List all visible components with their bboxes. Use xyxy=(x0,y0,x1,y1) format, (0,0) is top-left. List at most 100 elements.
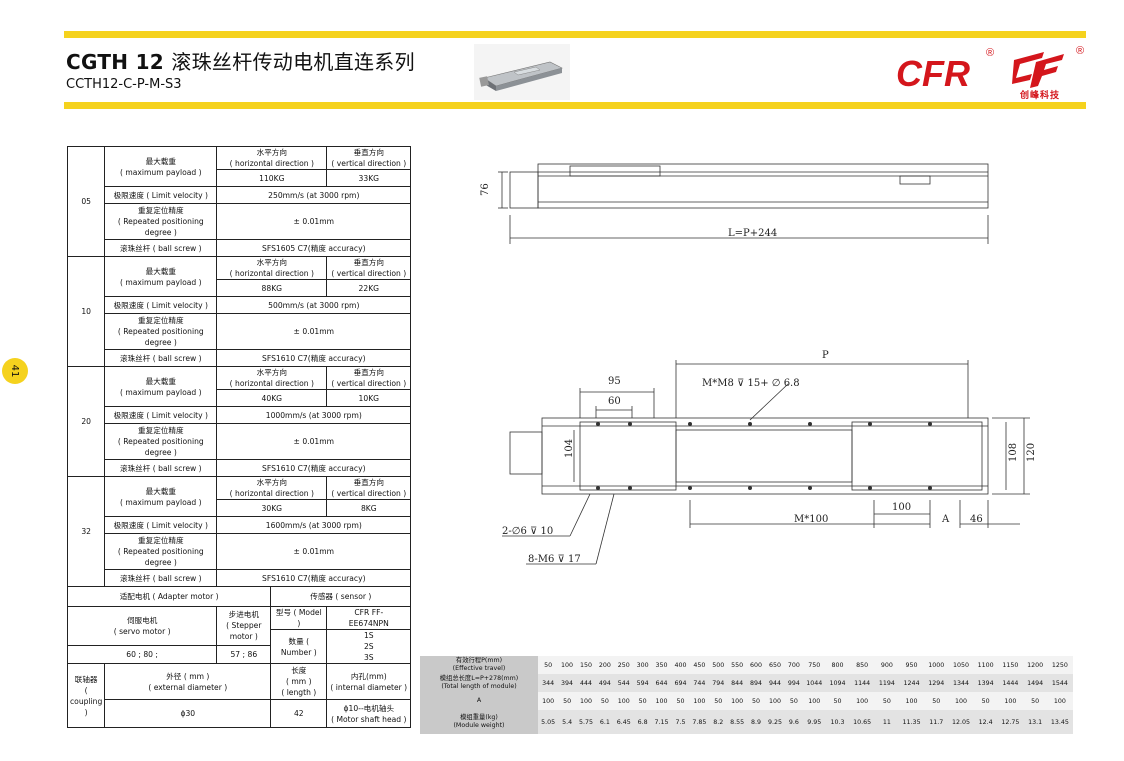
stroke-cell: 12.05 xyxy=(947,710,975,734)
vertical-label: 垂直方向 ( vertical direction ) xyxy=(326,366,412,390)
stroke-cell: 12.75 xyxy=(997,710,1024,734)
stroke-cell: 594 xyxy=(633,674,652,692)
limit-velocity-label: 极限速度 ( Limit velocity ) xyxy=(104,516,218,534)
dim-108: 108 xyxy=(1008,443,1019,462)
company-logo: CFR ® ® 创峰科技 xyxy=(896,46,1084,101)
stroke-cell: 8.55 xyxy=(726,710,748,734)
svg-text:®: ® xyxy=(986,47,994,59)
svg-text:®: ® xyxy=(1076,46,1084,57)
inner-dia-label: 内孔(mm) ( internal diameter ) xyxy=(326,663,412,700)
stroke-cell: 100 xyxy=(558,656,576,674)
stroke-cell: 1544 xyxy=(1046,674,1073,692)
payload-h-value: 110KG xyxy=(216,169,328,187)
stroke-cell: 494 xyxy=(596,674,614,692)
stroke-cell: 250 xyxy=(613,656,634,674)
stroke-cell: 13.1 xyxy=(1023,710,1047,734)
limit-velocity-label: 极限速度 ( Limit velocity ) xyxy=(104,186,218,204)
stroke-cell: 450 xyxy=(689,656,710,674)
dim-hole-2: 8-M6 ⊽ 17 xyxy=(528,554,581,565)
top-motor xyxy=(509,431,543,475)
repeat-pos-label: 重复定位精度 ( Repeated positioning degree ) xyxy=(104,203,218,240)
limit-velocity-value: 1600mm/s (at 3000 rpm) xyxy=(216,516,412,534)
stroke-cell: 350 xyxy=(651,656,672,674)
stroke-cell: 1200 xyxy=(1023,656,1047,674)
dim-A: A xyxy=(941,514,950,525)
dim-120: 120 xyxy=(1026,443,1037,462)
stroke-cell: 800 xyxy=(825,656,850,674)
spec-row: 滚珠丝杆 ( ball screw )SFS1610 C7(精度 accurac… xyxy=(68,459,412,477)
stroke-cell: 6.1 xyxy=(596,710,614,734)
stroke-cell: 7.15 xyxy=(651,710,672,734)
ball-screw-label: 滚珠丝杆 ( ball screw ) xyxy=(104,569,218,587)
stroke-cell: 100 xyxy=(726,692,748,710)
stroke-cell: 644 xyxy=(651,674,672,692)
stroke-cell: 6.45 xyxy=(613,710,634,734)
stroke-cell: 7.85 xyxy=(689,710,710,734)
spec-row: 极限速度 ( Limit velocity )1600mm/s (at 3000… xyxy=(68,516,412,534)
logo-cn-text: 创峰科技 xyxy=(1019,89,1060,101)
lead-cell: 05 xyxy=(66,146,106,257)
title-model: CGTH 12 xyxy=(66,50,165,74)
stroke-row-label: 模组重量(kg) (Module weight) xyxy=(420,710,538,734)
accuracy-value: ± 0.01mm xyxy=(216,313,412,350)
stroke-cell: 1294 xyxy=(924,674,948,692)
stroke-cell: 1494 xyxy=(1023,674,1047,692)
spec-row: 适配电机 ( Adapter motor )传感器 ( sensor ) xyxy=(66,586,412,607)
servo-motor-label: 伺服电机 ( servo motor ) xyxy=(66,606,218,646)
dim-46: 46 xyxy=(970,514,983,525)
spec-row: 重复定位精度 ( Repeated positioning degree )± … xyxy=(68,203,412,240)
stroke-cell: 1150 xyxy=(997,656,1024,674)
top-body xyxy=(541,417,989,495)
stroke-cell: 50 xyxy=(671,692,690,710)
spec-row: 数量 ( Number )1S 2S 3S xyxy=(68,629,412,664)
stroke-row: 模组总长度L=P+278(mm) (Total length of module… xyxy=(420,674,1073,692)
stroke-cell: 1094 xyxy=(825,674,850,692)
stroke-row-label: A xyxy=(420,692,538,710)
stroke-cell: 900 xyxy=(875,656,899,674)
coupling-label: 联轴器 ( coupling ) xyxy=(66,663,106,728)
stroke-cell: 13.45 xyxy=(1046,710,1073,734)
stroke-cell: 850 xyxy=(849,656,876,674)
stroke-cell: 12.4 xyxy=(974,710,998,734)
stroke-cell: 844 xyxy=(726,674,748,692)
dim-M100: M*100 xyxy=(794,514,828,525)
stroke-cell: 150 xyxy=(575,656,597,674)
limit-velocity-value: 250mm/s (at 3000 rpm) xyxy=(216,186,412,204)
stroke-cell: 100 xyxy=(575,692,597,710)
stroke-cell: 5.75 xyxy=(575,710,597,734)
stroke-cell: 9.95 xyxy=(802,710,826,734)
stroke-cell: 1050 xyxy=(947,656,975,674)
stroke-cell: 50 xyxy=(709,692,727,710)
payload-h-value: 88KG xyxy=(216,279,328,297)
ball-screw-value: SFS1610 C7(精度 accuracy) xyxy=(216,459,412,477)
product-image xyxy=(474,44,570,100)
vertical-label: 垂直方向 ( vertical direction ) xyxy=(326,146,412,170)
stroke-cell: 600 xyxy=(747,656,765,674)
stroke-cell: 50 xyxy=(825,692,850,710)
page-title: CGTH 12 滚珠丝杆传动电机直连系列 xyxy=(66,46,415,75)
stroke-cell: 9.6 xyxy=(785,710,803,734)
payload-h-value: 30KG xyxy=(216,499,328,517)
stroke-cell: 11.7 xyxy=(924,710,948,734)
stroke-cell: 1194 xyxy=(875,674,899,692)
limit-velocity-value: 1000mm/s (at 3000 rpm) xyxy=(216,406,412,424)
dim-76: 76 xyxy=(480,183,491,196)
stroke-cell: 50 xyxy=(875,692,899,710)
accuracy-value: ± 0.01mm xyxy=(216,533,412,570)
stroke-cell: 750 xyxy=(802,656,826,674)
payload-h-value: 40KG xyxy=(216,389,328,407)
stroke-cell: 5.4 xyxy=(558,710,576,734)
dim-hole-1: 2-∅6 ⊽ 10 xyxy=(502,526,553,537)
repeat-pos-label: 重复定位精度 ( Repeated positioning degree ) xyxy=(104,533,218,570)
stroke-cell: 7.5 xyxy=(671,710,690,734)
stroke-cell: 400 xyxy=(671,656,690,674)
stroke-cell: 1100 xyxy=(974,656,998,674)
